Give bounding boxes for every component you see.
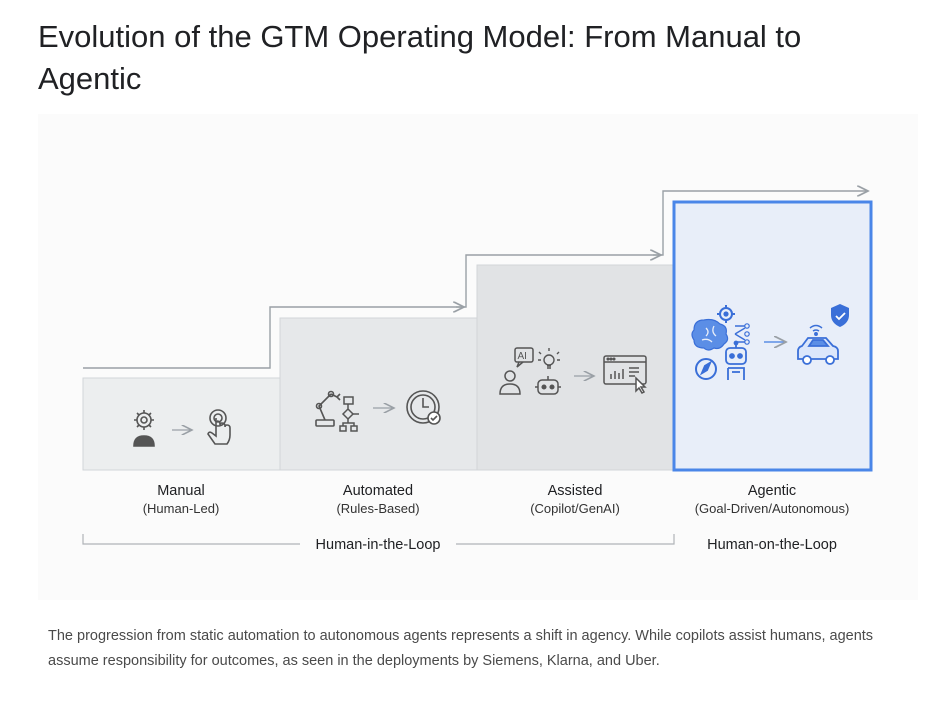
step-manual [82,377,281,471]
stage-label-assisted: Assisted [548,483,603,499]
brain-gear-icon [691,305,750,351]
human-in-the-loop-label: Human-in-the-Loop [316,537,441,553]
gtm-evolution-diagram: AI [38,114,918,600]
stage-sublabel-automated: (Rules-Based) [336,501,419,516]
bot-icon [535,376,561,395]
clock-check-icon [406,390,441,425]
human-on-the-loop-label: Human-on-the-Loop [707,537,837,553]
autonomous-car-icon [797,337,839,365]
robot-arm-icon [315,390,341,427]
stage-label-manual: Manual [157,483,205,499]
compass-icon [695,358,717,380]
page-title: Evolution of the GTM Operating Model: Fr… [38,19,802,96]
ai-chat-user-icon: AI [499,347,534,395]
wifi-icon [809,324,823,336]
lightbulb-icon [538,348,560,369]
user-gear-icon [133,410,155,447]
shield-check-icon [831,304,849,327]
step-assisted [476,264,675,471]
stage-label-automated: Automated [343,483,413,499]
figure-caption: The progression from static automation t… [48,628,874,669]
stage-sublabel-manual: (Human-Led) [143,501,220,516]
svg-text:AI: AI [518,351,527,362]
step-automated [279,317,478,471]
stair-outline-arrow [83,191,868,369]
flowchart-icon [339,396,359,432]
robot-icon [725,340,747,380]
stage-label-agentic: Agentic [748,483,796,499]
touch-hand-icon [207,409,231,445]
stage-sublabel-agentic: (Goal-Driven/Autonomous) [695,501,850,516]
dashboard-cursor-icon [603,355,647,394]
stage-sublabel-assisted: (Copilot/GenAI) [530,501,620,516]
human-in-loop-bracket [82,534,675,545]
